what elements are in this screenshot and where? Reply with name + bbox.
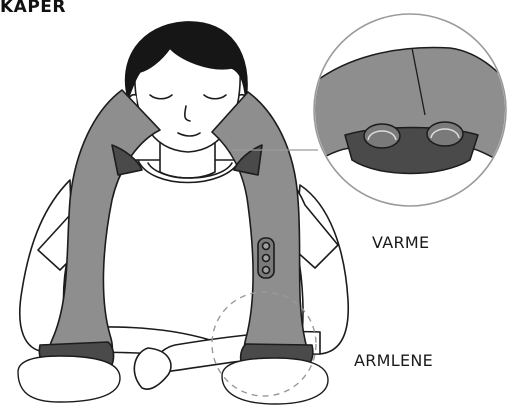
control-button-1 [263,243,270,250]
heat-zoom-detail [300,14,514,206]
hand [134,348,171,389]
heat-label: VARME [372,233,429,252]
left-cushion [18,356,120,402]
right-cushion [222,358,328,404]
armrest-label: ARMLENE [354,351,433,370]
control-button-3 [263,267,270,274]
control-button-2 [263,255,270,262]
